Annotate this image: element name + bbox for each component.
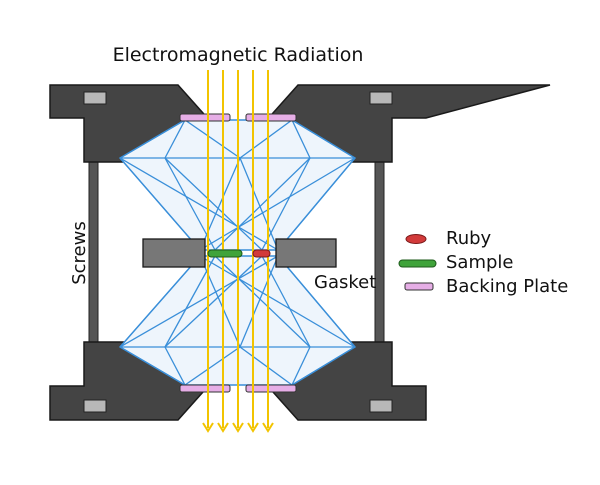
backing-plate-top-left — [179, 113, 231, 122]
radiation-beams — [202, 70, 274, 433]
legend: Ruby Sample Backing Plate — [398, 228, 568, 297]
gasket-label: Gasket — [314, 272, 376, 293]
sample-chamber — [207, 249, 271, 258]
left-screw — [88, 159, 99, 346]
top-left-insert — [83, 91, 107, 105]
gasket — [142, 238, 337, 268]
right-screw — [374, 159, 385, 346]
gasket-left — [142, 238, 206, 268]
backing-plate-top-right — [245, 113, 297, 122]
ruby — [252, 249, 271, 258]
gasket-right — [275, 238, 337, 268]
sample — [207, 249, 243, 258]
legend-sample-swatch — [398, 259, 437, 268]
radiation-title: Electromagnetic Radiation — [113, 44, 364, 66]
backing-plates — [179, 113, 297, 393]
legend-backing-plate-swatch — [404, 282, 434, 291]
screws-label: Screws — [69, 221, 90, 285]
top-right-insert — [369, 91, 393, 105]
legend-sample-label: Sample — [446, 252, 514, 273]
bottom-left-insert — [83, 399, 107, 413]
backing-plate-bottom-left — [179, 384, 231, 393]
legend-ruby-swatch — [405, 234, 427, 244]
bottom-right-insert — [369, 399, 393, 413]
legend-backing-plate-label: Backing Plate — [446, 276, 568, 297]
legend-ruby-label: Ruby — [446, 228, 492, 249]
backing-plate-bottom-right — [245, 384, 297, 393]
